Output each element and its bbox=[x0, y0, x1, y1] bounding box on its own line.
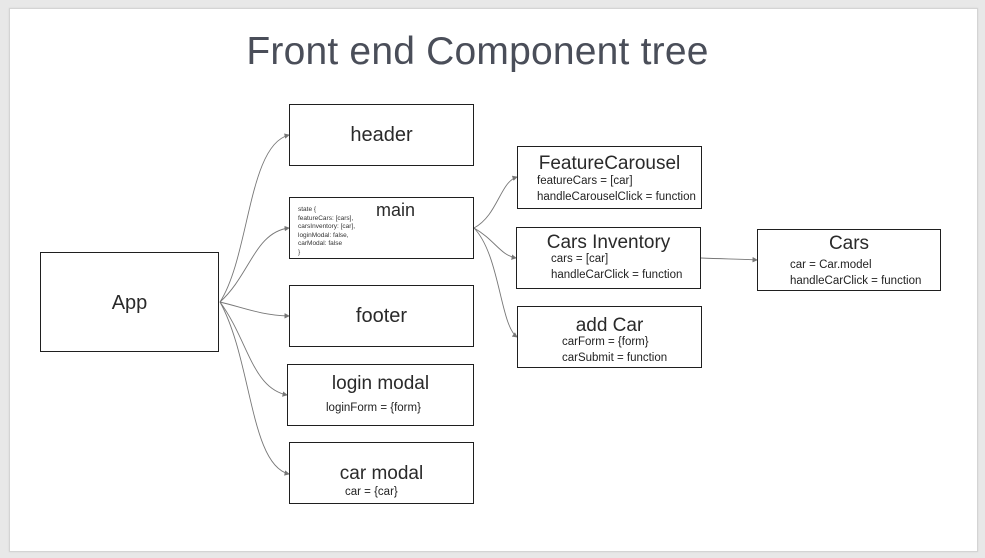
app-node: App bbox=[40, 252, 219, 352]
cars-inventory-prop: handleCarClick = function bbox=[551, 269, 683, 281]
cars-label: Cars bbox=[828, 233, 870, 254]
cars-prop: car = Car.model bbox=[790, 259, 872, 271]
app-label: App bbox=[111, 292, 148, 314]
login-modal-props: loginForm = {form} bbox=[326, 400, 421, 416]
feature-carousel-prop: featureCars = [car] bbox=[537, 175, 633, 187]
main-state-list: state { featureCars: [cars], carsInvento… bbox=[298, 206, 355, 257]
diagram-title: Front end Component tree bbox=[246, 30, 709, 73]
main-node: main state { featureCars: [cars], carsIn… bbox=[289, 197, 474, 259]
cars-inventory-node: Cars Inventory cars = [car] handleCarCli… bbox=[516, 227, 701, 289]
footer-node: footer bbox=[289, 285, 474, 347]
login-modal-label: login modal bbox=[331, 373, 430, 394]
add-car-props: carForm = {form} carSubmit = function bbox=[562, 334, 667, 366]
car-modal-label: car modal bbox=[339, 463, 424, 484]
login-modal-prop: loginForm = {form} bbox=[326, 402, 421, 414]
footer-label: footer bbox=[355, 305, 408, 327]
main-state-line: carModal: false bbox=[298, 240, 343, 247]
cars-node: Cars car = Car.model handleCarClick = fu… bbox=[757, 229, 941, 291]
main-state-line: loginModal: false, bbox=[298, 231, 349, 239]
main-state-line: carsInventory: [car], bbox=[298, 223, 356, 230]
main-state-line: } bbox=[298, 248, 301, 256]
cars-inventory-label: Cars Inventory bbox=[546, 232, 671, 253]
login-modal-node: login modal loginForm = {form} bbox=[287, 364, 474, 426]
main-label: main bbox=[376, 200, 416, 220]
add-car-node: add Car carForm = {form} carSubmit = fun… bbox=[517, 306, 702, 368]
header-node: header bbox=[289, 104, 474, 166]
main-state-line: state { bbox=[298, 206, 317, 213]
add-car-prop: carSubmit = function bbox=[562, 352, 668, 364]
feature-carousel-props: featureCars = [car] handleCarouselClick … bbox=[537, 173, 696, 205]
add-car-prop: carForm = {form} bbox=[562, 336, 649, 348]
cars-inventory-prop: cars = [car] bbox=[551, 253, 609, 265]
main-state-line: featureCars: [cars], bbox=[298, 214, 354, 222]
cars-prop: handleCarClick = function bbox=[790, 275, 922, 287]
car-modal-node: car modal car = {car} bbox=[289, 442, 474, 504]
cars-inventory-props: cars = [car] handleCarClick = function bbox=[551, 251, 682, 283]
car-modal-prop: car = {car} bbox=[345, 486, 398, 498]
header-label: header bbox=[350, 124, 413, 146]
cars-props: car = Car.model handleCarClick = functio… bbox=[790, 257, 921, 289]
feature-carousel-label: FeatureCarousel bbox=[538, 153, 681, 174]
add-car-label: add Car bbox=[575, 315, 644, 336]
feature-carousel-prop: handleCarouselClick = function bbox=[537, 191, 696, 203]
car-modal-props: car = {car} bbox=[345, 484, 398, 500]
feature-carousel-node: FeatureCarousel featureCars = [car] hand… bbox=[517, 146, 702, 209]
